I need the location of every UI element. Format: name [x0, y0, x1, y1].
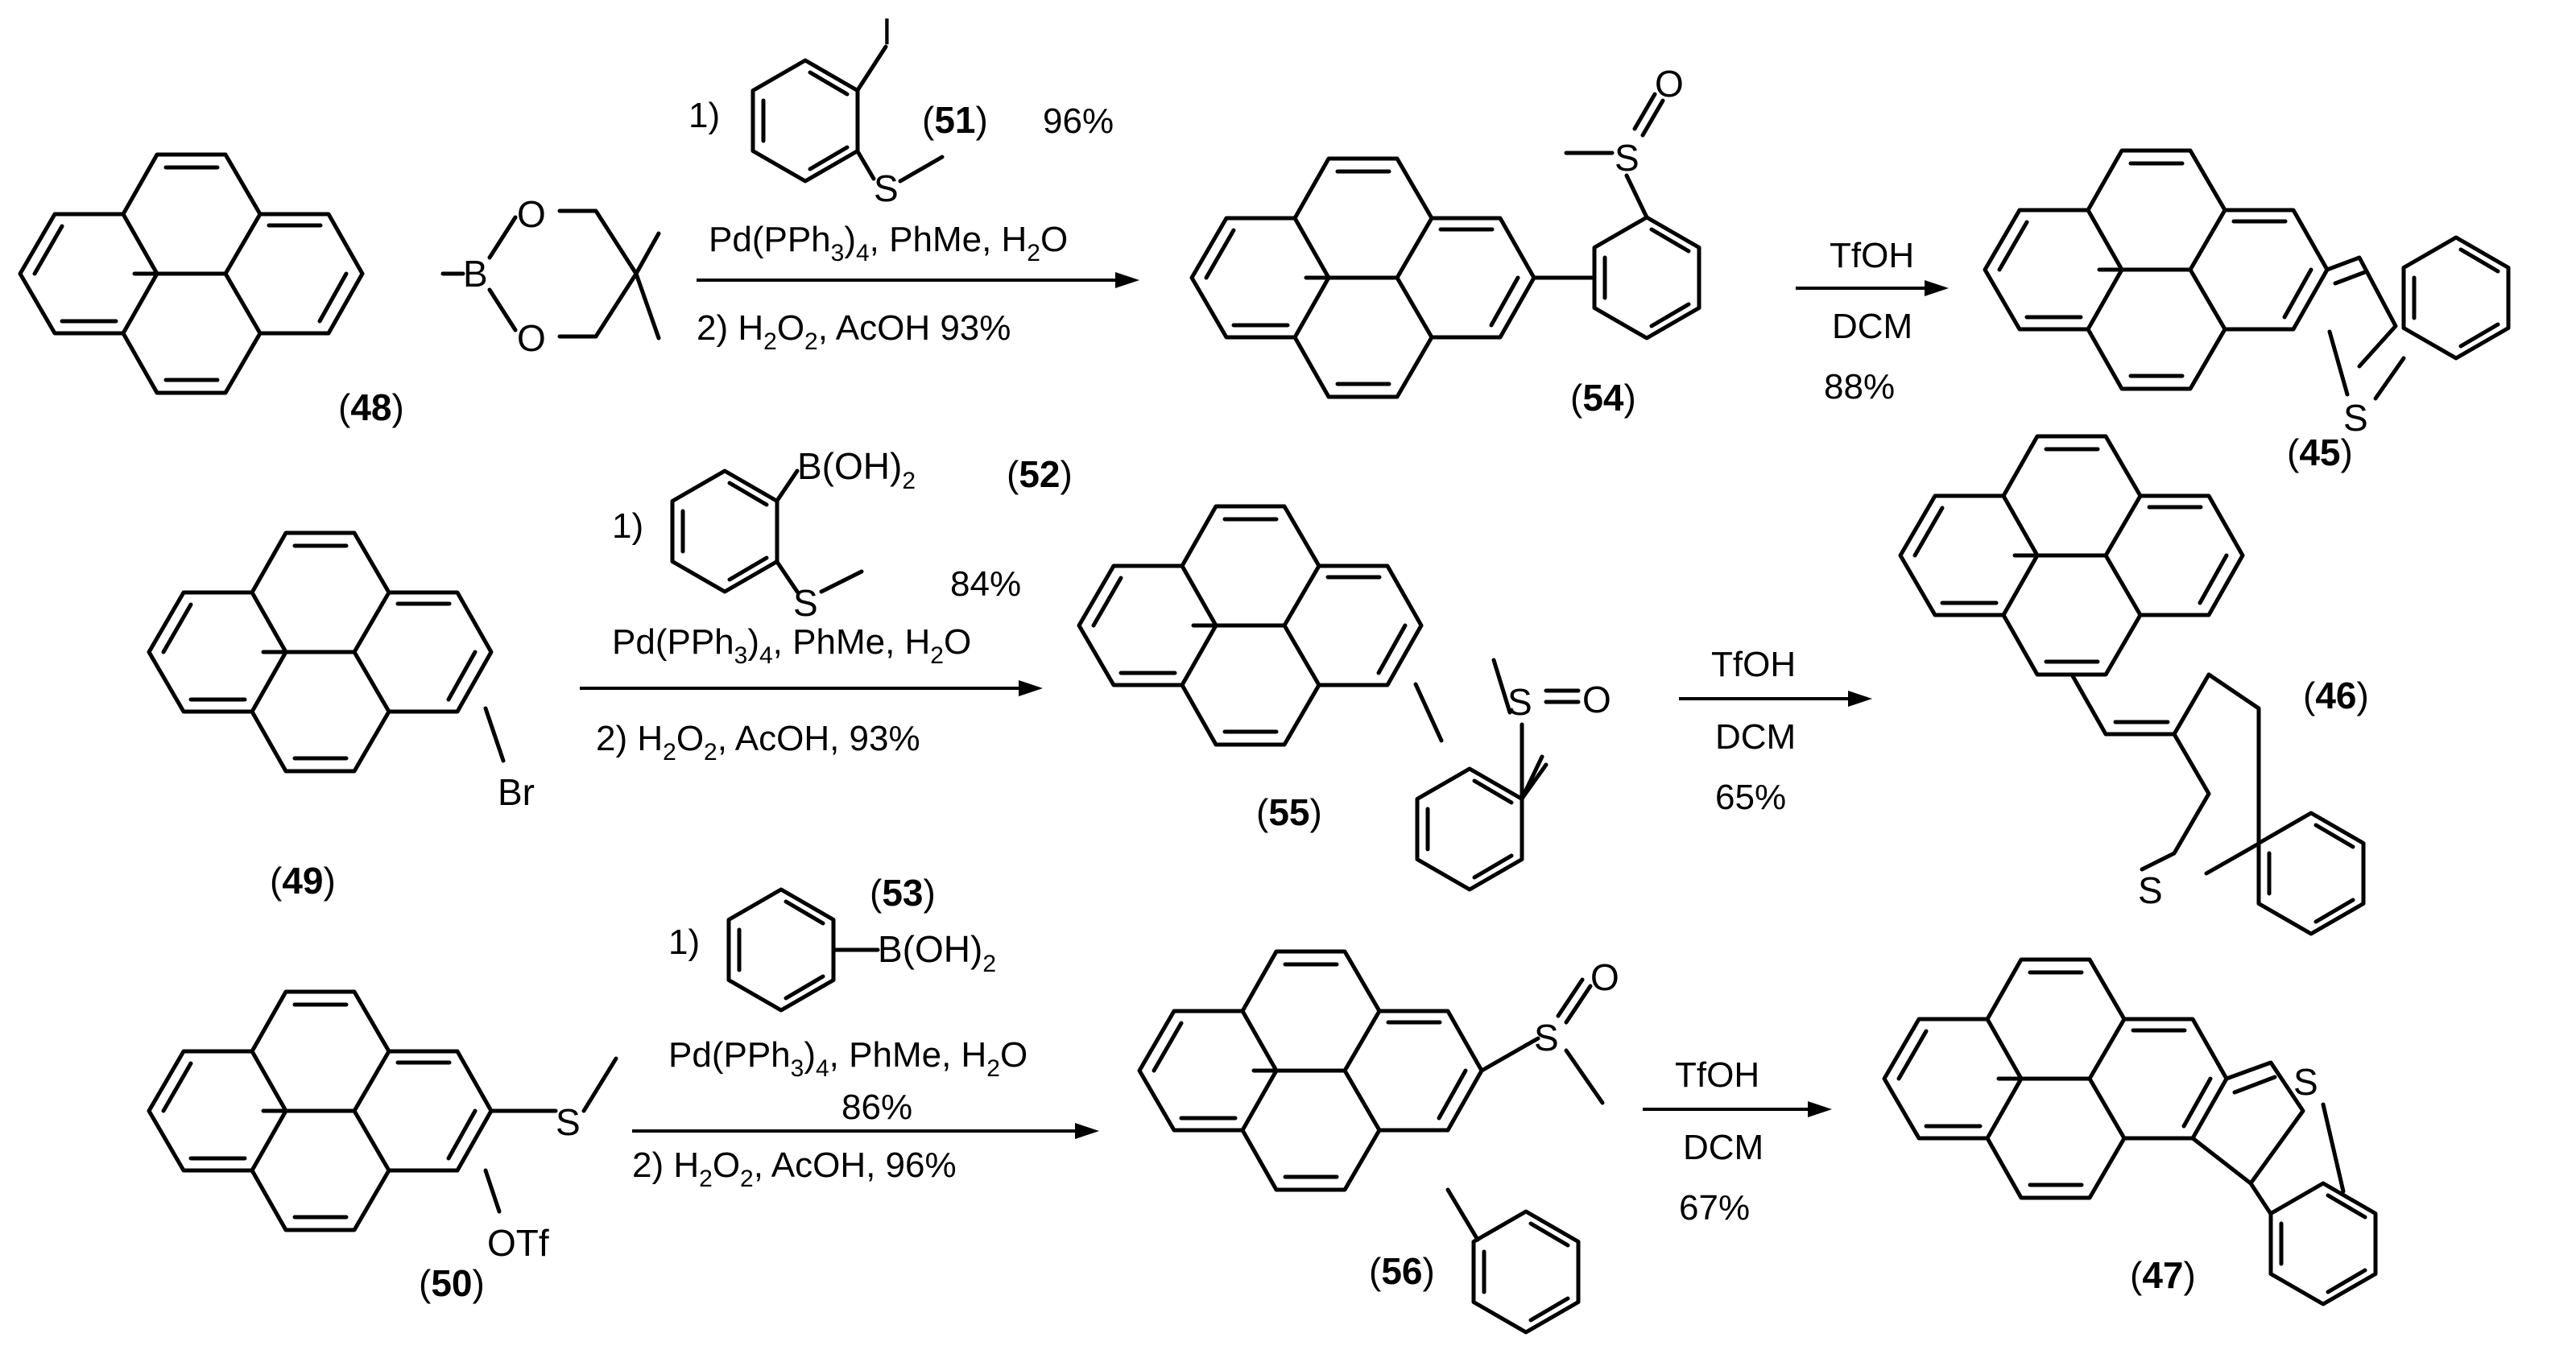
- triflate-group: OTf: [487, 1222, 549, 1264]
- yield-53: 86%: [841, 1088, 912, 1127]
- oxygen-atom: O: [517, 317, 546, 359]
- compound-label-45: (45): [2287, 431, 2353, 473]
- catalyst-conditions: Pd(PPh3)4, PhMe, H2O: [709, 220, 1068, 266]
- cyclization-reagent: TfOH: [1711, 645, 1796, 684]
- cyclization-yield: 88%: [1824, 367, 1895, 407]
- cyclization-yield: 65%: [1715, 778, 1786, 817]
- compound-label-48: (48): [338, 386, 404, 428]
- compound-50: S OTf (50): [149, 992, 618, 1304]
- compound-49: Br (49): [149, 533, 535, 902]
- yield-52: 84%: [950, 564, 1021, 604]
- compound-label-49: (49): [270, 860, 336, 902]
- oxygen-atom: O: [517, 193, 546, 235]
- cyclization-solvent: DCM: [1832, 307, 1912, 346]
- cyclization-solvent: DCM: [1683, 1128, 1764, 1167]
- oxidation-conditions: 2) H2O2, AcOH 93%: [697, 308, 1011, 355]
- boron-atom: B: [463, 253, 488, 295]
- sulfur-atom: S: [1615, 137, 1639, 179]
- compound-54: S O (54): [1192, 63, 1699, 419]
- sulfur-atom: S: [2343, 397, 2368, 439]
- compound-label-46: (46): [2303, 675, 2369, 716]
- compound-label-51: (51): [922, 99, 988, 141]
- step1-label: 1): [688, 96, 720, 135]
- reagent-51: 1) I S (51) 96%: [688, 10, 1114, 209]
- compound-label-56: (56): [1369, 1250, 1435, 1292]
- oxygen-atom: O: [1582, 679, 1611, 720]
- sulfur-atom: S: [874, 167, 899, 209]
- cyclization-reagent: TfOH: [1675, 1055, 1759, 1095]
- compound-47: S (47): [1884, 960, 2375, 1304]
- compound-label-52: (52): [1007, 453, 1073, 495]
- reagent-53: 1) B(OH)2 (53): [668, 872, 996, 1010]
- oxidation-conditions: 2) H2O2, AcOH, 96%: [632, 1145, 957, 1192]
- oxygen-atom: O: [1655, 63, 1684, 105]
- sulfur-atom: S: [1507, 681, 1532, 723]
- sulfur-atom: S: [793, 582, 818, 624]
- catalyst-conditions: Pd(PPh3)4, PhMe, H2O: [668, 1035, 1028, 1082]
- compound-56: S O (56): [1139, 951, 1619, 1332]
- compound-label-55: (55): [1256, 791, 1322, 833]
- compound-label-53: (53): [870, 872, 936, 914]
- compound-46: S (46): [1900, 436, 2369, 934]
- compound-45: S (45): [1985, 151, 2508, 473]
- sulfur-atom: S: [556, 1101, 581, 1143]
- sulfur-atom: S: [1534, 1017, 1559, 1059]
- compound-48: B O O (48): [20, 155, 661, 428]
- bromine-atom: Br: [498, 771, 535, 813]
- step1-label: 1): [668, 923, 700, 962]
- cyclization-yield: 67%: [1679, 1188, 1750, 1228]
- oxygen-atom: O: [1590, 956, 1619, 998]
- oxidation-conditions: 2) H2O2, AcOH, 93%: [596, 719, 920, 766]
- compound-label-47: (47): [2130, 1254, 2196, 1296]
- sulfur-atom: S: [2293, 1061, 2318, 1103]
- compound-55: S O (55): [1079, 506, 1611, 890]
- sulfur-atom: S: [2138, 869, 2163, 911]
- boronic-acid-group: B(OH)2: [878, 928, 996, 977]
- cyclization-reagent: TfOH: [1830, 236, 1914, 275]
- step1-label: 1): [612, 506, 643, 546]
- iodine-atom: I: [882, 10, 892, 52]
- cyclization-solvent: DCM: [1715, 717, 1796, 757]
- compound-label-54: (54): [1570, 377, 1636, 419]
- catalyst-conditions: Pd(PPh3)4, PhMe, H2O: [612, 622, 971, 669]
- reagent-52: 1) B(OH)2 (52) S 84%: [612, 445, 1073, 624]
- yield-51: 96%: [1043, 101, 1114, 141]
- compound-label-50: (50): [419, 1262, 485, 1304]
- boronic-acid-group: B(OH)2: [797, 445, 916, 494]
